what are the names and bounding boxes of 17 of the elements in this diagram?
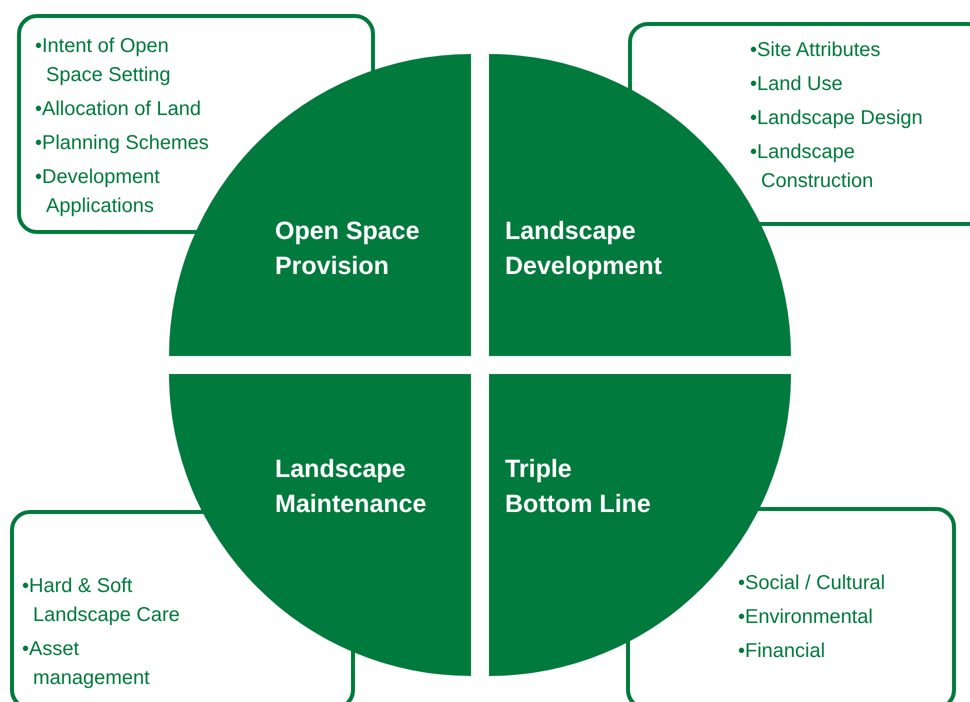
quadrant-title: Triple Bottom Line — [505, 454, 652, 520]
bullet-point: •Financial — [738, 639, 826, 664]
quadrant-title: Landscape Development — [505, 216, 663, 282]
bullet-point: •Asset management — [22, 637, 151, 691]
bullet-point: •Landscape Design — [750, 106, 924, 131]
bullet-point: •Planning Schemes — [35, 131, 210, 156]
bullet-point: •Land Use — [750, 72, 844, 97]
bullet-point: •Allocation of Land — [35, 97, 202, 122]
quadrant-title: Open Space Provision — [275, 216, 420, 282]
bullet-point: •Social / Cultural — [738, 571, 886, 596]
quadrant-title: Landscape Maintenance — [275, 454, 428, 520]
bullet-point: •Landscape Construction — [750, 140, 874, 194]
bullet-point: •Hard & Soft Landscape Care — [22, 574, 181, 628]
bullet-point: •Environmental — [738, 605, 874, 630]
bullet-point: •Site Attributes — [750, 38, 882, 63]
bullet-point: •Development Applications — [35, 165, 161, 219]
bullet-point: •Intent of Open Space Setting — [35, 34, 172, 88]
